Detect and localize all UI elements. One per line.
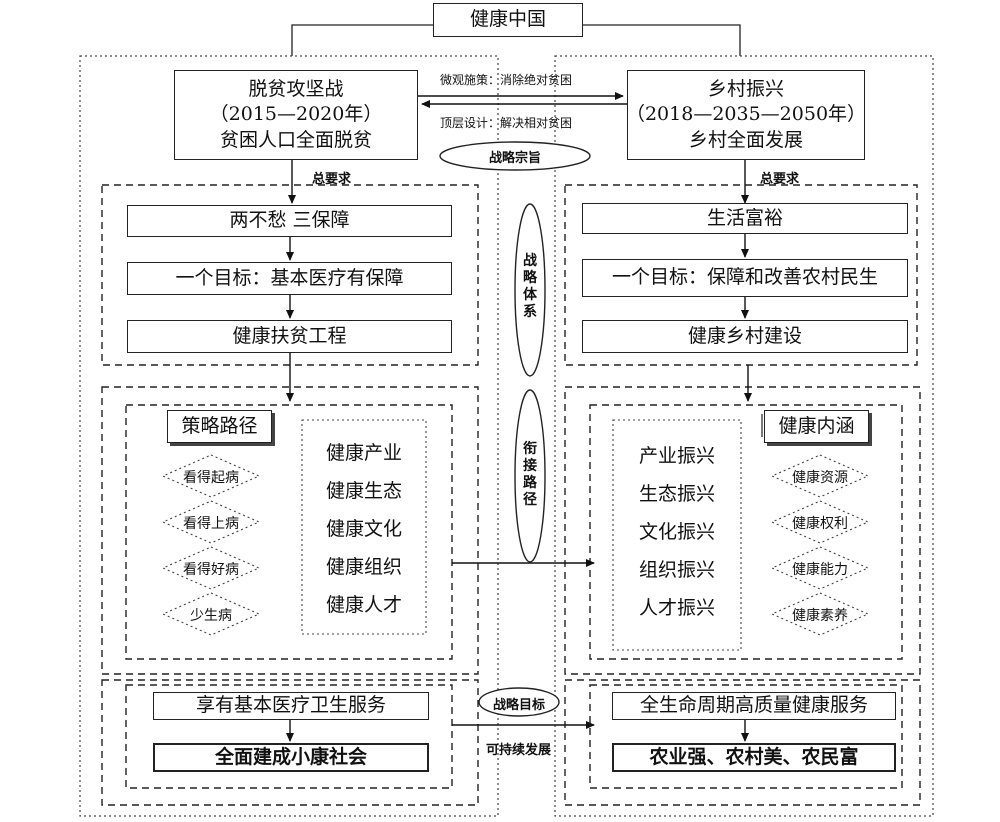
diamond-health-rights: 健康权利 [792, 516, 848, 532]
diamond-good-care: 看得好病 [183, 562, 239, 578]
arrow-bottom-label: 顶层设计：解决相对贫困 [440, 116, 573, 130]
general-req-left: 总要求 [312, 172, 352, 187]
right-path-frame [564, 386, 921, 675]
right-revitalization-list: 产业振兴 生态振兴 文化振兴 组织振兴 人才振兴 [613, 437, 741, 627]
right-req-3: 健康乡村建设 [582, 320, 908, 353]
left-outer-frame [79, 55, 499, 817]
right-path-title-box: 健康内涵 [764, 410, 869, 443]
poverty-campaign-title: 脱贫攻坚战 [248, 78, 344, 101]
title-box: 健康中国 [433, 3, 583, 37]
rural-revitalization-years: （2018—2035—2050年） [625, 103, 867, 126]
top-left-connector [291, 24, 433, 56]
left-path-frame [101, 386, 479, 675]
right-goal-2: 农业强、农村美、农民富 [612, 743, 896, 772]
diamond-afford-care: 看得起病 [183, 470, 239, 486]
diamond-health-literacy: 健康素养 [792, 608, 848, 624]
rural-revitalization-goal: 乡村全面发展 [688, 128, 803, 151]
list-item: 产业振兴 [638, 445, 715, 467]
left-goal-1: 享有基本医疗卫生服务 [153, 692, 429, 720]
right-list-frame [612, 419, 742, 651]
list-item: 生态振兴 [638, 483, 715, 505]
arrow-top-label: 微观施策：消除绝对贫困 [440, 73, 573, 87]
right-outer-frame [554, 55, 934, 817]
right-goal-1: 全生命周期高质量健康服务 [612, 692, 896, 720]
list-item: 人才振兴 [638, 597, 715, 619]
strategy-goal-label: 战略目标 [492, 698, 545, 713]
diamond-less-illness: 少生病 [190, 608, 232, 624]
diamond-access-care: 看得上病 [183, 516, 239, 532]
list-item: 文化振兴 [638, 521, 715, 543]
right-req-1: 生活富裕 [582, 203, 908, 234]
left-path-title-box: 策略路径 [167, 410, 272, 443]
list-item: 健康产业 [325, 442, 402, 464]
right-req-frame [564, 184, 918, 366]
left-req-3: 健康扶贫工程 [127, 320, 452, 353]
left-goal-frame [101, 679, 479, 806]
poverty-campaign-years: （2015—2020年） [209, 103, 383, 126]
list-item: 健康文化 [325, 518, 402, 540]
general-req-right: 总要求 [760, 172, 800, 187]
strategy-purpose-label: 战略宗旨 [488, 151, 541, 166]
list-item: 组织振兴 [638, 559, 715, 581]
connect-path-label: 衔接路径 [523, 441, 537, 508]
diamond-health-resources: 健康资源 [792, 470, 848, 486]
diamond-health-capability: 健康能力 [792, 562, 848, 578]
poverty-campaign-goal: 贫困人口全面脱贫 [219, 128, 372, 151]
top-right-connector [583, 24, 741, 56]
right-path-inner [589, 404, 903, 660]
list-item: 健康人才 [325, 594, 402, 616]
list-item: 健康组织 [325, 556, 402, 578]
left-req-1: 两不愁 三保障 [127, 205, 452, 237]
list-item: 健康生态 [325, 480, 402, 502]
right-req-2: 一个目标：保障和改善农村民生 [582, 259, 908, 297]
title-text: 健康中国 [469, 8, 546, 31]
left-goal-inner [125, 684, 453, 789]
left-req-2: 一个目标：基本医疗有保障 [127, 262, 452, 295]
left-path-inner [125, 404, 453, 660]
left-goal-2: 全面建成小康社会 [153, 743, 429, 772]
strategy-system-label: 战略体系 [523, 253, 537, 320]
right-goal-inner [589, 684, 903, 789]
poverty-campaign-box: 脱贫攻坚战 （2015—2020年） 贫困人口全面脱贫 [174, 70, 418, 160]
left-list-frame [301, 419, 427, 635]
left-health-list: 健康产业 健康生态 健康文化 健康组织 健康人才 [302, 434, 426, 624]
sustainable-label: 可持续发展 [486, 743, 552, 758]
rural-revitalization-box: 乡村振兴 （2018—2035—2050年） 乡村全面发展 [625, 70, 867, 160]
rural-revitalization-title: 乡村振兴 [707, 78, 784, 101]
